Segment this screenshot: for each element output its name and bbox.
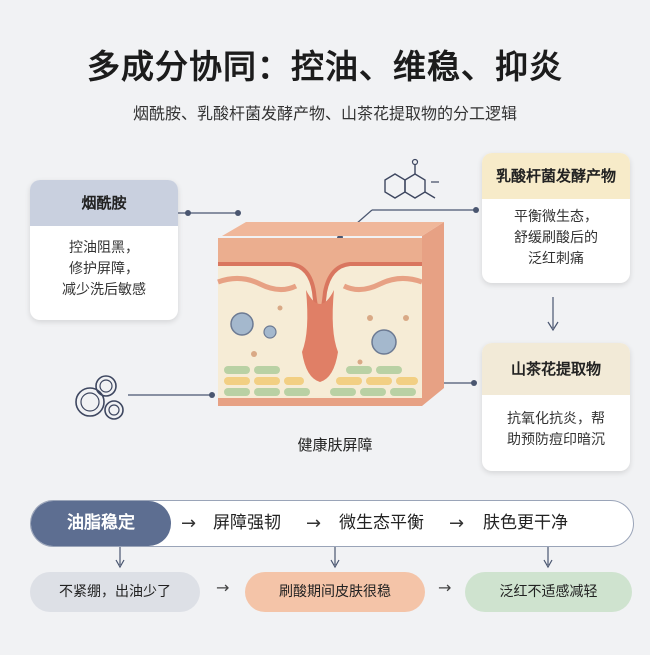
card-body: 控油阻黑， 修护屏障， 减少洗后敏感: [30, 226, 178, 301]
flow-step-skin-tone: 肤色更干净: [483, 513, 568, 533]
skin-barrier-label: 健康肤屏障: [297, 436, 373, 454]
bubbles-icon: [75, 375, 124, 420]
card-line: 修护屏障，: [69, 261, 139, 277]
arrow-right-icon: →: [449, 513, 465, 534]
page-title: 多成分协同：控油、维稳、抑炎: [87, 47, 563, 86]
skin-layers-illustration: [217, 222, 444, 406]
flow-step-barrier: 屏障强韧: [213, 513, 281, 533]
ingredient-card-lactobacillus: 乳酸杆菌发酵产物 平衡微生态， 舒缓刷酸后的 泛红刺痛: [482, 153, 630, 283]
arrow-right-icon: →: [438, 578, 452, 597]
ingredient-card-niacinamide: 烟酰胺 控油阻黑， 修护屏障， 减少洗后敏感: [30, 180, 178, 320]
card-body: 平衡微生态， 舒缓刷酸后的 泛红刺痛: [482, 199, 630, 270]
card-header: 烟酰胺: [30, 180, 178, 226]
card-header: 山茶花提取物: [482, 343, 630, 395]
card-line: 泛红刺痛: [528, 251, 584, 267]
ingredient-card-camellia: 山茶花提取物 抗氧化抗炎，帮 助预防痘印暗沉: [482, 343, 630, 471]
arrow-right-icon: →: [306, 513, 322, 534]
molecule-icon: [384, 158, 439, 199]
card-line: 抗氧化抗炎，帮: [507, 411, 605, 427]
card-body: 抗氧化抗炎，帮 助预防痘印暗沉: [482, 395, 630, 451]
card-line: 舒缓刷酸后的: [514, 230, 598, 246]
flow-step-microbiome: 微生态平衡: [339, 513, 424, 533]
benefit-flow-bar: 油脂稳定 → 屏障强韧 → 微生态平衡 → 肤色更干净: [30, 500, 634, 547]
outcome-pill-stable-skin: 刷酸期间皮肤很稳: [245, 572, 425, 612]
outcome-pill-less-redness: 泛红不适感减轻: [465, 572, 632, 612]
arrow-right-icon: →: [181, 513, 197, 534]
card-line: 平衡微生态，: [514, 209, 598, 225]
card-line: 控油阻黑，: [69, 240, 139, 256]
card-line: 助预防痘印暗沉: [507, 432, 605, 448]
card-line: 减少洗后敏感: [62, 282, 146, 298]
outcome-pill-no-tightness: 不紧绷，出油少了: [30, 572, 200, 612]
page-subtitle: 烟酰胺、乳酸杆菌发酵产物、山茶花提取物的分工逻辑: [132, 104, 517, 123]
arrow-right-icon: →: [216, 578, 230, 597]
card-header: 乳酸杆菌发酵产物: [482, 153, 630, 199]
flow-step-oil-stable: 油脂稳定: [31, 501, 171, 546]
